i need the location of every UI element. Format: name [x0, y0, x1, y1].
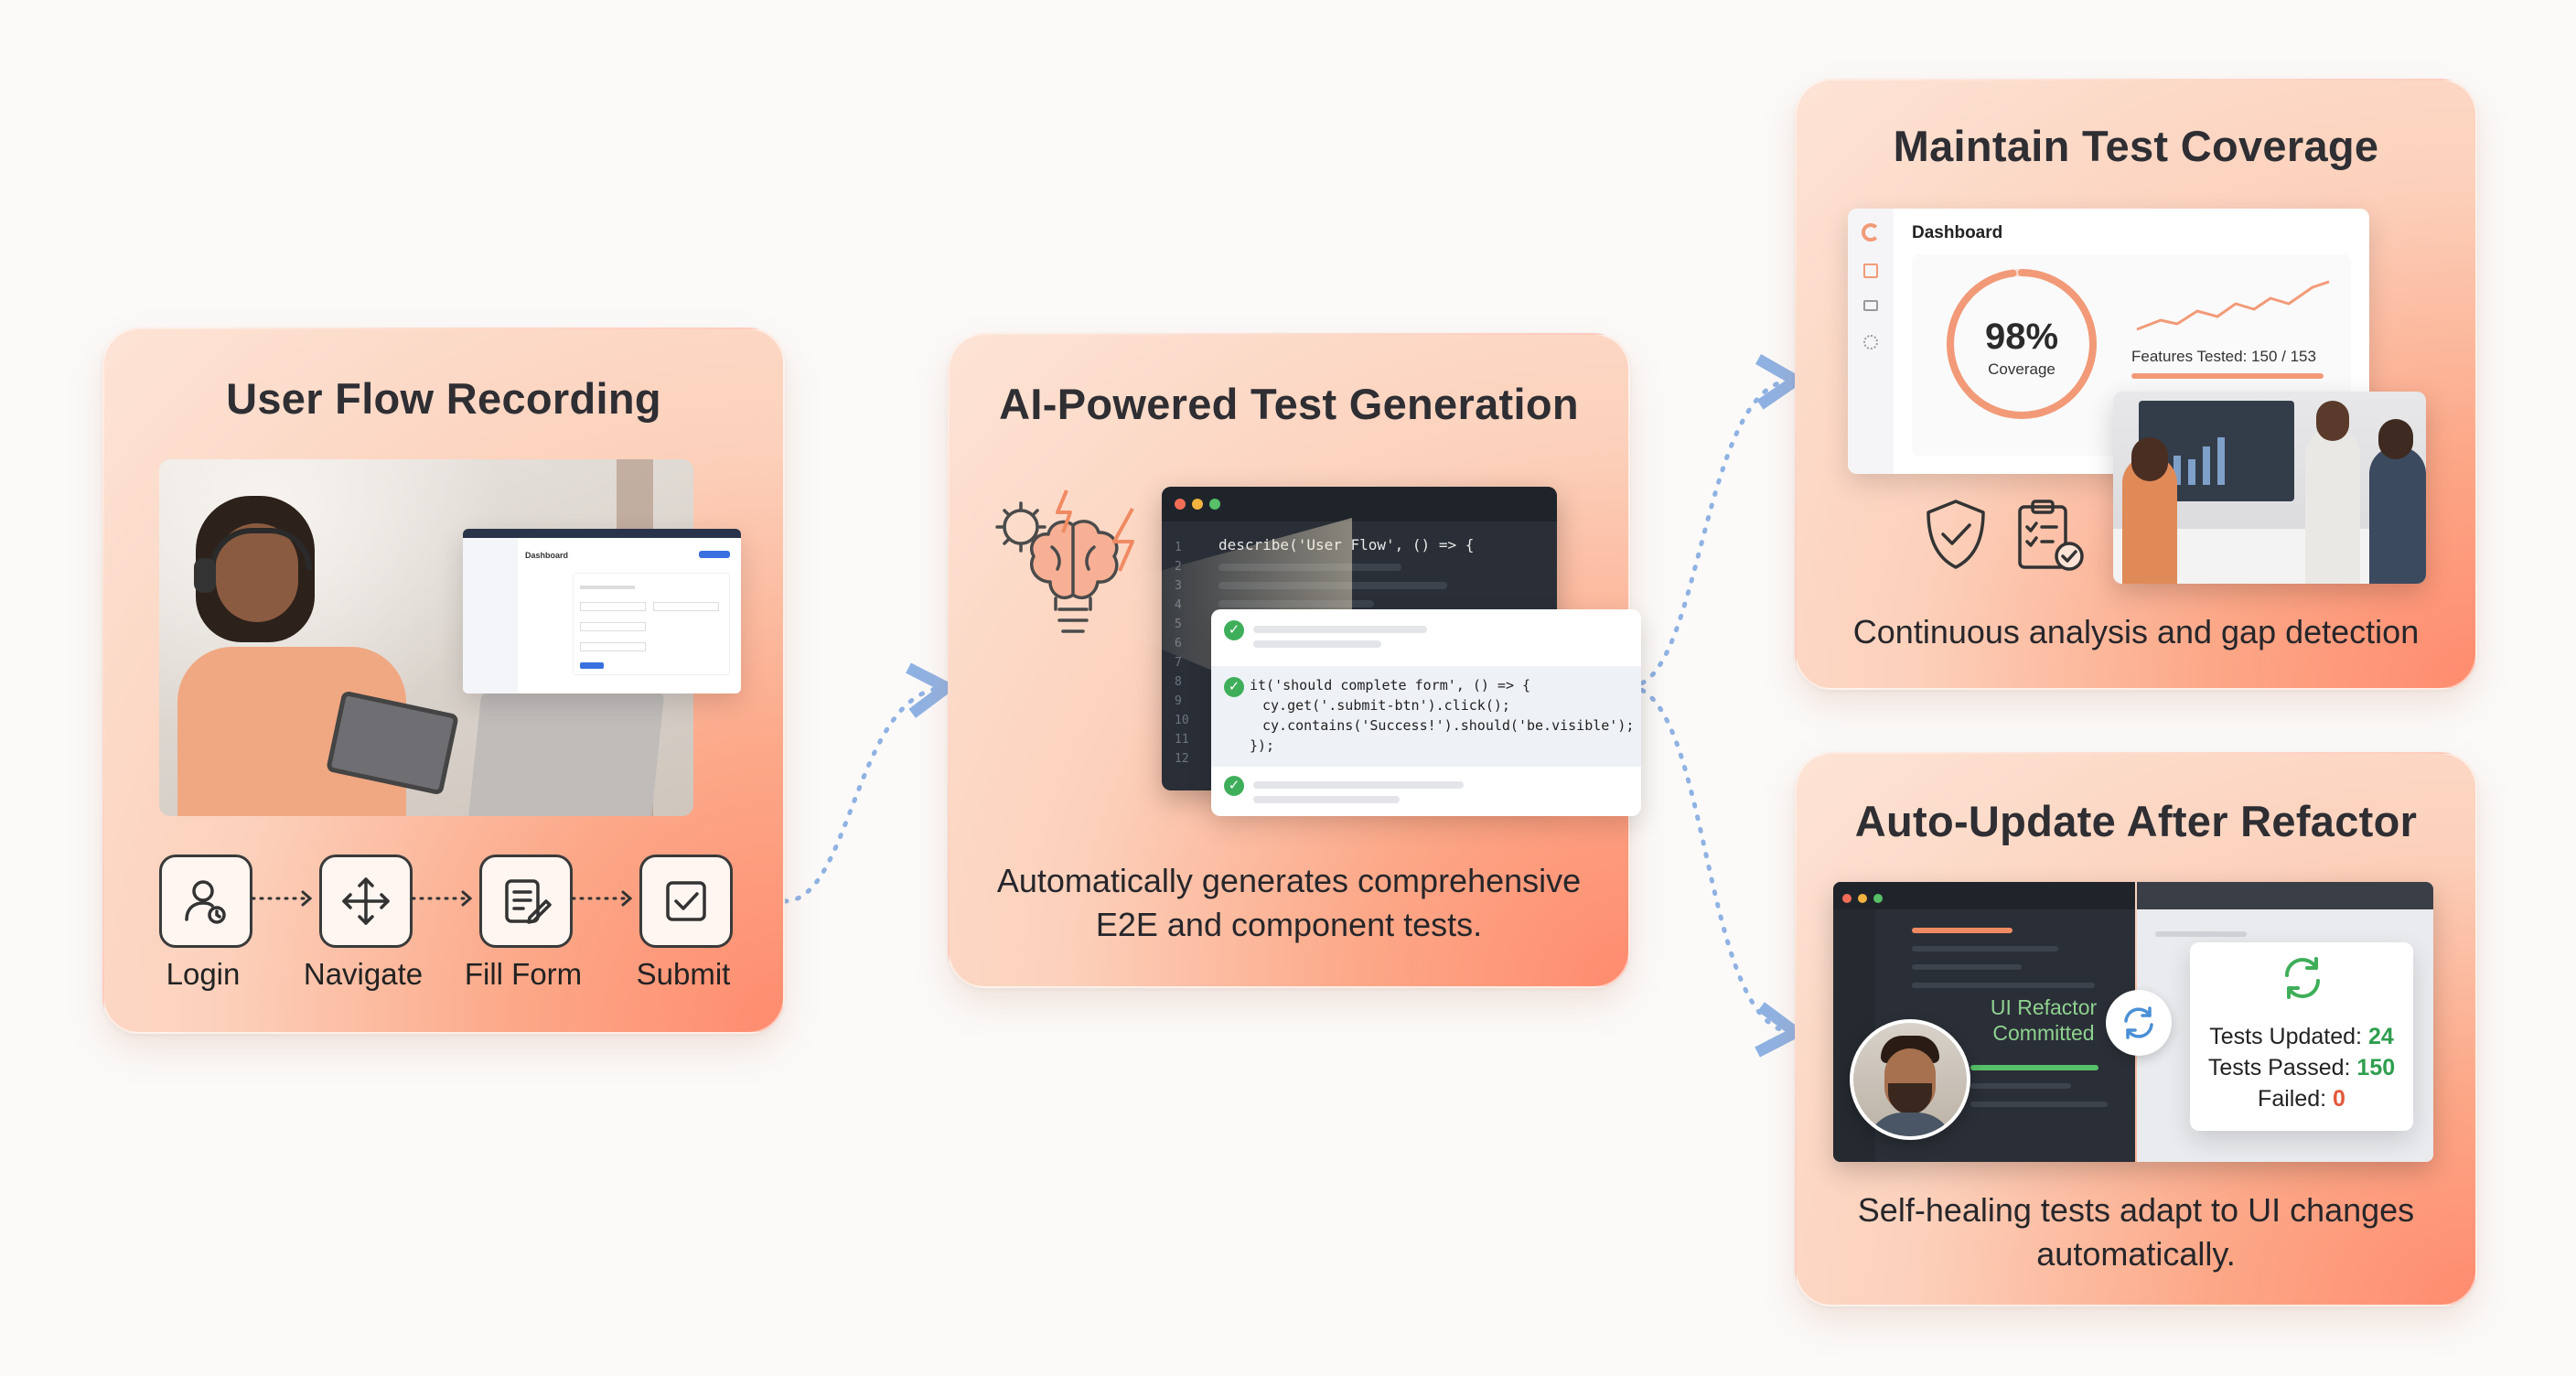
- step-navigate: [319, 855, 413, 948]
- code-get-line: cy.get('.submit-btn').click();: [1262, 697, 1510, 714]
- grid-icon: [1863, 263, 1878, 278]
- form-edit-icon: [505, 879, 552, 924]
- tests-updated-label: Tests Updated:: [2209, 1024, 2368, 1049]
- ai-brain-bulb-icon: [995, 489, 1134, 633]
- step-label-fill-form: Fill Form: [464, 957, 583, 991]
- code-it-line: it('should complete form', () => {: [1250, 677, 1531, 693]
- features-tested: Features Tested: 150 / 153: [2131, 348, 2316, 365]
- tests-updated-value: 24: [2367, 1024, 2394, 1049]
- folder-icon: [1863, 300, 1878, 311]
- tests-failed-value: 0: [2333, 1086, 2345, 1112]
- user-flow-recording-card: User Flow Recording Dashboard: [102, 328, 785, 1034]
- code-describe-line: describe('User Flow', () => {: [1218, 536, 1475, 554]
- user-login-icon: [185, 880, 226, 924]
- line-number: 8: [1175, 675, 1182, 689]
- line-number: 1: [1175, 541, 1182, 554]
- step-fill-form: [479, 855, 573, 948]
- test-pass-check-icon: ✓: [1224, 620, 1244, 640]
- code-contains-line: cy.contains('Success!').should('be.visib…: [1262, 717, 1635, 734]
- refactor-status-line2: Committed: [1992, 1021, 2095, 1045]
- line-number: 7: [1175, 656, 1182, 670]
- sync-icon: [2106, 990, 2172, 1056]
- tests-failed-label: Failed:: [2258, 1086, 2334, 1112]
- test-pass-check-icon: ✓: [1224, 776, 1244, 796]
- settings-icon: [1863, 335, 1878, 349]
- step-login: [159, 855, 252, 948]
- checkbox-submit-icon: [666, 881, 706, 921]
- tests-passed-label: Tests Passed:: [2207, 1055, 2357, 1080]
- line-number: 12: [1175, 752, 1189, 766]
- card-title: Auto-Update After Refactor: [1854, 797, 2418, 845]
- card-title: AI-Powered Test Generation: [999, 380, 1579, 428]
- step-label-login: Login: [166, 957, 241, 991]
- dashboard-label: Dashboard: [1912, 223, 2003, 242]
- coverage-percent: 98%: [1984, 317, 2059, 357]
- card-title: Maintain Test Coverage: [1893, 122, 2379, 170]
- test-coverage-card: Maintain Test Coverage Dashboard 98% Cov…: [1795, 79, 2477, 690]
- recorded-app-screenshot: Dashboard: [463, 529, 741, 693]
- line-number: 6: [1175, 634, 1197, 653]
- test-pass-check-icon: ✓: [1224, 677, 1244, 697]
- refactor-status-line1: UI Refactor: [1990, 995, 2098, 1019]
- developer-avatar: [1850, 1019, 1970, 1140]
- line-number: 11: [1175, 733, 1189, 747]
- ai-test-generation-card: AI-Powered Test Generation describe('Use…: [948, 333, 1641, 988]
- line-number: 4: [1175, 596, 1197, 615]
- tests-passed-stat: Tests Passed: 150: [2190, 1052, 2413, 1083]
- line-number: 5: [1175, 615, 1197, 634]
- clipboard-checklist-icon: [2018, 500, 2084, 571]
- code-close-line: });: [1250, 737, 1275, 754]
- connector-generation-to-coverage: [1627, 354, 1807, 689]
- screenshot-title: Dashboard: [525, 551, 569, 560]
- autoupdate-caption-line2: automatically.: [2036, 1235, 2236, 1273]
- connector-generation-to-autoupdate: [1627, 683, 1807, 1058]
- line-number: 2: [1175, 557, 1197, 576]
- generated-test-panel: ✓ ✓ it('should complete form', () => { c…: [1211, 609, 1641, 816]
- line-number: 9: [1175, 694, 1182, 708]
- tests-passed-value: 150: [2356, 1055, 2396, 1080]
- generation-caption-line1: Automatically generates comprehensive: [996, 862, 1582, 899]
- auto-update-card: Auto-Update After Refactor UI Refactor C…: [1795, 752, 2477, 1306]
- coverage-percent-label: Coverage: [1988, 360, 2055, 378]
- refresh-success-icon: [2285, 957, 2320, 999]
- step-label-submit: Submit: [636, 957, 731, 991]
- coverage-ring: [1947, 269, 2097, 419]
- connector-recording-to-generation: [782, 662, 958, 904]
- line-number: 10: [1175, 714, 1189, 727]
- generation-caption-line2: E2E and component tests.: [1095, 906, 1483, 943]
- shield-check-icon: [1927, 500, 1985, 569]
- tests-failed-stat: Failed: 0: [2190, 1083, 2413, 1114]
- team-meeting-photo: [2113, 392, 2426, 584]
- step-submit: [639, 855, 733, 948]
- move-arrows-icon: [342, 877, 390, 925]
- coverage-caption: Continuous analysis and gap detection: [1852, 613, 2420, 650]
- autoupdate-caption-line1: Self-healing tests adapt to UI changes: [1857, 1191, 2415, 1229]
- step-label-navigate: Navigate: [303, 957, 424, 991]
- test-results-panel: Tests Updated: 24 Tests Passed: 150 Fail…: [2190, 942, 2413, 1131]
- logo-icon: [1862, 223, 1880, 242]
- tests-updated-stat: Tests Updated: 24: [2190, 1021, 2413, 1052]
- coverage-trend-sparkline: [2136, 280, 2330, 331]
- step-connectors: [251, 890, 633, 907]
- card-title: User Flow Recording: [226, 374, 661, 423]
- line-number: 3: [1175, 576, 1197, 596]
